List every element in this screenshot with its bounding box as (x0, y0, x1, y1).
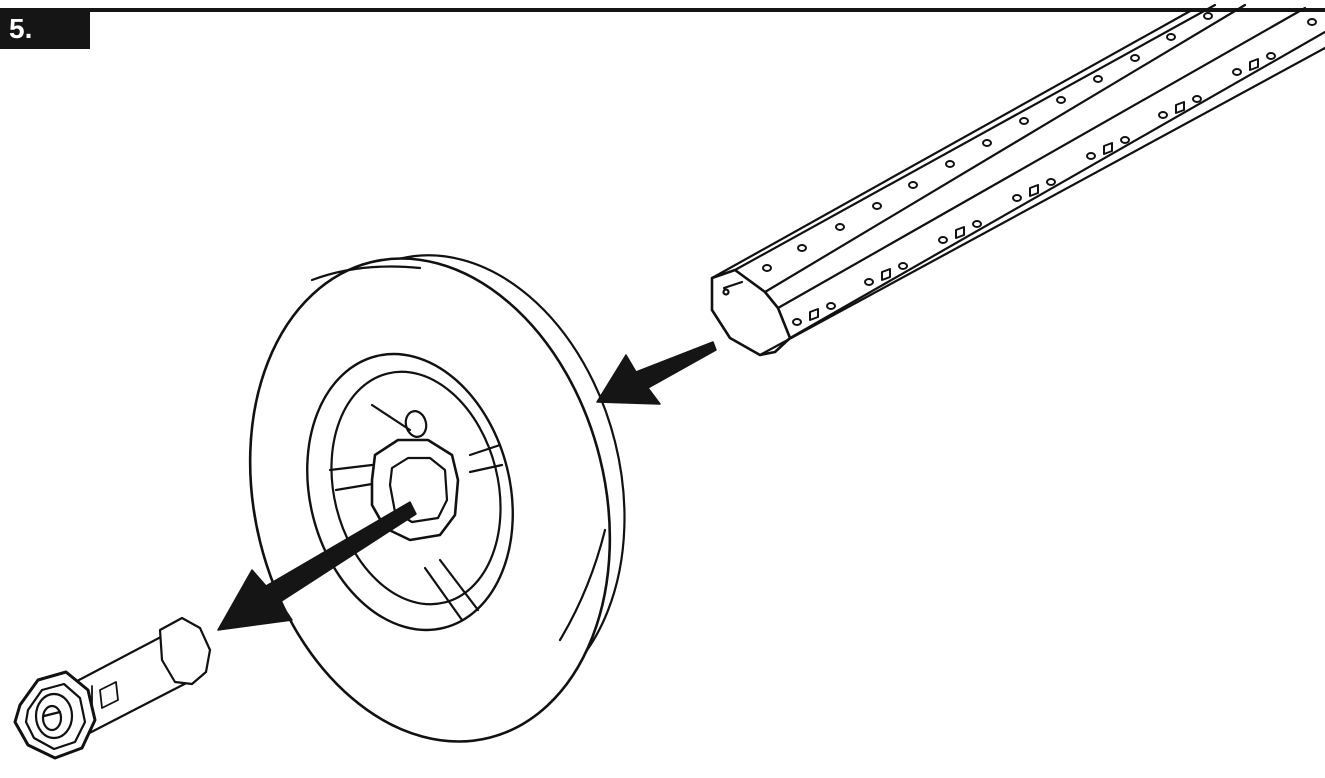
pulley-wheel (248, 254, 626, 743)
step-number-label: 5. (9, 13, 33, 44)
extract-plug-arrow (217, 501, 417, 631)
header-rule (90, 8, 1325, 12)
tube-holes-top (762, 12, 1213, 272)
tube-holes-lower (792, 18, 1317, 326)
insert-tube-arrow (596, 341, 717, 405)
step-number-badge: 5. (0, 8, 90, 49)
octagonal-tube (710, 3, 1325, 357)
end-plug (13, 616, 212, 760)
